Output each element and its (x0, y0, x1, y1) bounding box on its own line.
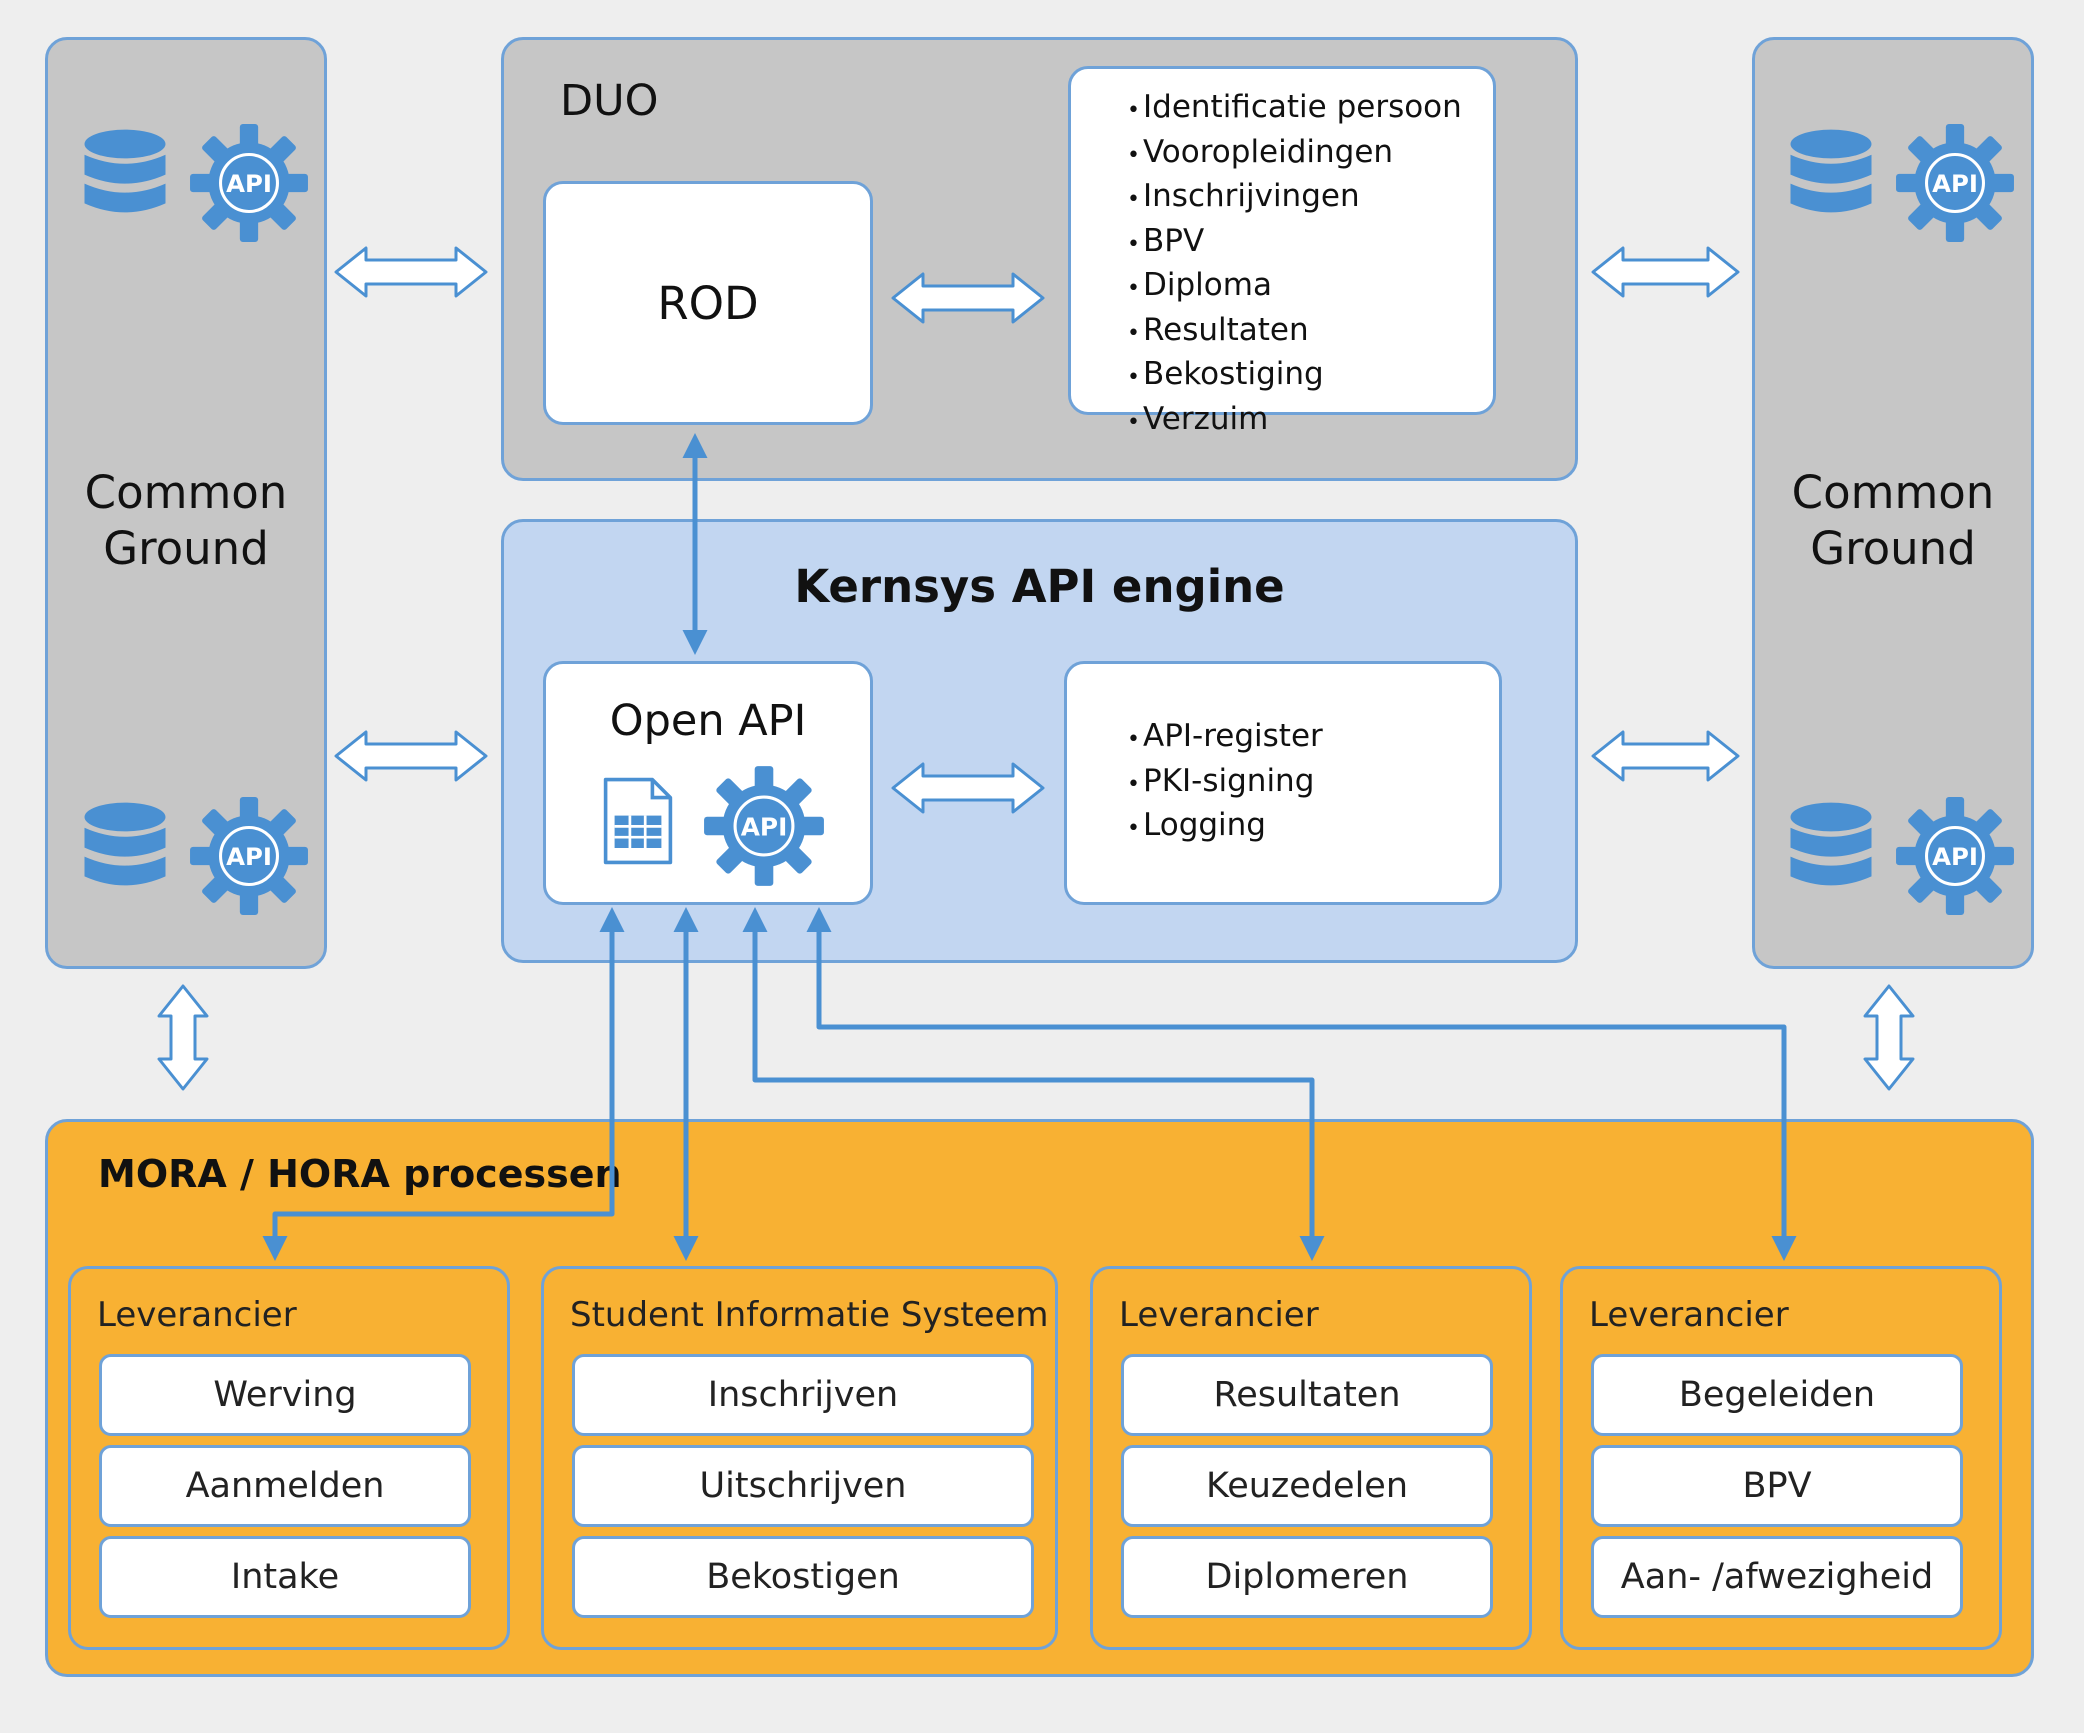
process-item: Keuzedelen (1121, 1445, 1493, 1527)
kernsys-feature-item: PKI-signing (1127, 761, 1323, 806)
duo-title: DUO (560, 76, 659, 126)
bidirectional-arrow-cg-left-duo (334, 246, 488, 298)
duo-data-item: Inschrijvingen (1127, 176, 1462, 221)
duo-data-item: Bekostiging (1127, 354, 1462, 399)
common-ground-right-line2: Ground (1810, 522, 1976, 575)
api-gear-icon: API (702, 764, 826, 888)
process-item: Resultaten (1121, 1354, 1493, 1436)
process-group-title: Student Informatie Systeem (570, 1295, 1049, 1335)
spreadsheet-icon (602, 776, 674, 866)
common-ground-right-label: Common Ground (1755, 465, 2031, 577)
api-gear-icon: API (1894, 122, 2016, 244)
connector-openapi-werving (262, 907, 625, 1261)
api-gear-text: API (226, 169, 272, 198)
api-gear-icon: API (188, 122, 310, 244)
common-ground-left-label: Common Ground (48, 465, 324, 577)
process-item: Bekostigen (572, 1536, 1034, 1618)
bidirectional-arrow-rod-data (891, 272, 1045, 324)
api-gear-icon: API (1894, 795, 2016, 917)
database-icon (80, 797, 170, 909)
duo-data-item: BPV (1127, 221, 1462, 266)
process-item: Aanmelden (99, 1445, 471, 1527)
process-group-title: Leverancier (1589, 1295, 1789, 1335)
api-gear-icon: API (188, 795, 310, 917)
duo-data-item: Identificatie persoon (1127, 87, 1462, 132)
open-api-box: Open API API (543, 661, 873, 905)
process-item: Inschrijven (572, 1354, 1034, 1436)
process-item: Intake (99, 1536, 471, 1618)
duo-data-item: Resultaten (1127, 310, 1462, 355)
duo-data-items: Identificatie persoonVooropleidingenInsc… (1127, 87, 1462, 443)
database-icon (1786, 797, 1876, 909)
database-icon (80, 124, 170, 236)
common-ground-right-line1: Common (1791, 466, 1995, 519)
bidirectional-arrow-cg-right-mora (1863, 984, 1915, 1091)
process-group-title: Leverancier (1119, 1295, 1319, 1335)
rod-label: ROD (657, 276, 759, 330)
kernsys-title: Kernsys API engine (794, 560, 1285, 613)
duo-data-item: Vooropleidingen (1127, 132, 1462, 177)
bidirectional-arrow-openapi-features (891, 762, 1045, 814)
kernsys-feature-items: API-registerPKI-signingLogging (1127, 716, 1323, 850)
common-ground-left-line2: Ground (103, 522, 269, 575)
process-item: BPV (1591, 1445, 1963, 1527)
process-item: Werving (99, 1354, 471, 1436)
kernsys-features: API-registerPKI-signingLogging (1064, 661, 1502, 905)
process-item: Uitschrijven (572, 1445, 1034, 1527)
api-gear-text: API (226, 842, 272, 871)
kernsys-feature-item: Logging (1127, 805, 1323, 850)
api-gear-text: API (1932, 842, 1978, 871)
process-item: Aan- /afwezigheid (1591, 1536, 1963, 1618)
process-group-title: Leverancier (97, 1295, 297, 1335)
connector-openapi-resultaten (742, 907, 1325, 1261)
process-item: Diplomeren (1121, 1536, 1493, 1618)
bidirectional-arrow-cg-left-kernsys (334, 730, 488, 782)
rod-box: ROD (543, 181, 873, 425)
api-gear-text: API (1932, 169, 1978, 198)
process-item: Begeleiden (1591, 1354, 1963, 1436)
common-ground-left-line1: Common (84, 466, 288, 519)
bidirectional-arrow-duo-cg-right (1591, 246, 1740, 298)
connector-openapi-begeleiden (806, 907, 1797, 1261)
api-gear-text: API (741, 812, 788, 841)
bidirectional-arrow-cg-left-mora (157, 984, 209, 1091)
duo-data-item: Verzuim (1127, 399, 1462, 444)
duo-data-list: Identificatie persoonVooropleidingenInsc… (1068, 66, 1496, 437)
bidirectional-arrow-kernsys-cg-right (1591, 730, 1740, 782)
open-api-label: Open API (609, 696, 807, 746)
duo-data-item: Diploma (1127, 265, 1462, 310)
kernsys-feature-item: API-register (1127, 716, 1323, 761)
database-icon (1786, 124, 1876, 236)
